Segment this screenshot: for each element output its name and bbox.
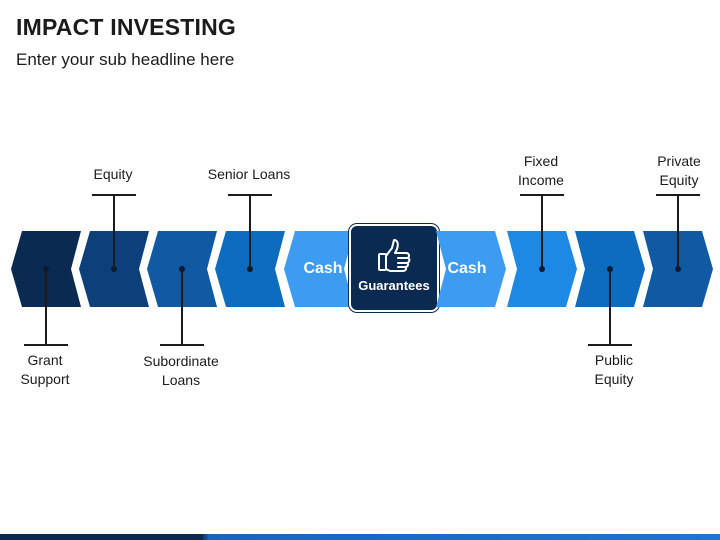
shape-equity: [79, 231, 149, 307]
connector-dot: [675, 266, 681, 272]
connector-dot: [539, 266, 545, 272]
connector-dot: [111, 266, 117, 272]
shape-private-equity: [643, 231, 713, 307]
footer-accent-bar: [0, 534, 720, 540]
label-public-equity: Public Equity: [594, 352, 634, 387]
connector-bar: [588, 344, 632, 346]
connector-bar: [656, 194, 700, 196]
connector-line: [181, 269, 183, 345]
connector-dot: [247, 266, 253, 272]
cash-label-left: Cash: [303, 260, 343, 277]
shape-senior-loans: [215, 231, 285, 307]
cash-label-right: Cash: [447, 260, 487, 277]
connector-line: [45, 269, 47, 345]
connector-line: [677, 195, 679, 269]
page-title: IMPACT INVESTING: [16, 14, 237, 40]
guarantees-box: Guarantees: [349, 224, 439, 312]
connector-bar: [520, 194, 564, 196]
connector-line: [249, 195, 251, 269]
shape-cash-left: Cash: [284, 231, 354, 307]
label-fixed-income: Fixed Income: [518, 153, 564, 188]
label-private-equity: Private Equity: [657, 153, 701, 188]
shape-cash-right: Cash: [436, 231, 506, 307]
label-senior-loans: Senior Loans: [207, 166, 291, 182]
connector-bar: [160, 344, 204, 346]
connector-bar: [24, 344, 68, 346]
shape-fixed-income: [507, 231, 577, 307]
page-subtitle: Enter your sub headline here: [16, 50, 235, 69]
thumbs-up-icon: [376, 236, 416, 281]
label-grant-support: Grant Support: [20, 352, 70, 387]
label-equity: Equity: [93, 166, 133, 182]
guarantees-label: Guarantees: [358, 278, 430, 293]
label-subordinate-loans: Subordinate Loans: [143, 353, 219, 388]
connector-line: [541, 195, 543, 269]
connector-line: [609, 269, 611, 345]
connector-line: [113, 195, 115, 269]
connector-bar: [228, 194, 272, 196]
connector-bar: [92, 194, 136, 196]
